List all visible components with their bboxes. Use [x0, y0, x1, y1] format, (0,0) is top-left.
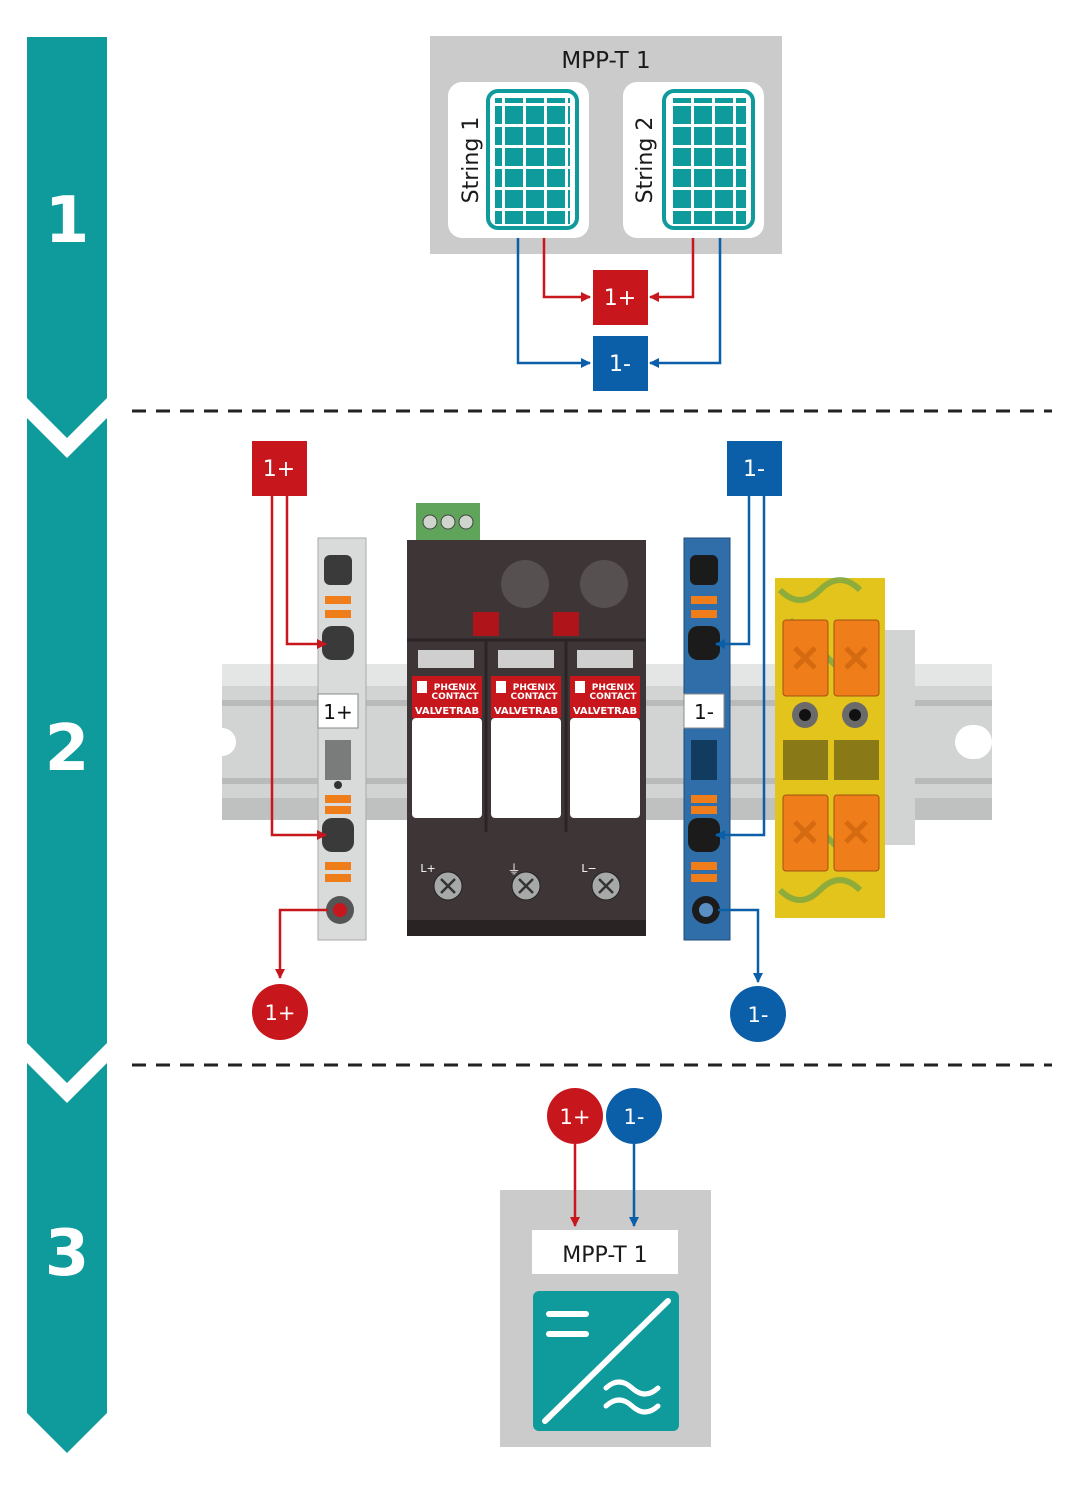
string-1-label: String 1 — [459, 117, 484, 204]
step-number-1: 1 — [45, 184, 90, 258]
svg-text:VALVETRAB: VALVETRAB — [573, 706, 637, 717]
string-2-label: String 2 — [633, 117, 658, 204]
svg-text:1-: 1- — [624, 1105, 645, 1129]
svg-text:PHŒNIX: PHŒNIX — [592, 683, 635, 693]
string-2: String 2 — [623, 82, 764, 238]
mppt-box-title: MPP-T 1 — [561, 48, 650, 74]
terminal-clamp-positive-in-2 — [322, 818, 354, 852]
svg-text:1+: 1+ — [560, 1105, 591, 1129]
terminal-clamp-positive-in-1 — [322, 626, 354, 660]
svg-text:1+: 1+ — [604, 286, 636, 311]
spd-module-2: PHŒNIX CONTACT VALVETRAB — [491, 650, 561, 818]
inverter: MPP-T 1 — [500, 1190, 711, 1447]
svg-text:1-: 1- — [743, 457, 765, 482]
spd-terminal-label-earth: ⏚ — [507, 863, 520, 878]
step2-wiring — [270, 496, 766, 983]
step1-wiring — [516, 238, 722, 368]
step-chevron-2 — [27, 418, 107, 1083]
spd-terminal-label-lplus: L+ — [420, 862, 435, 875]
terminal-clamp-negative-in-2 — [688, 818, 720, 852]
step-number-2: 2 — [45, 712, 90, 786]
spd-module-1: PHŒNIX CONTACT VALVETRAB — [412, 650, 482, 818]
svg-text:PHŒNIX: PHŒNIX — [513, 683, 556, 693]
step2-input-positive-tag: 1+ — [252, 441, 307, 496]
step1-positive-tag: 1+ — [593, 270, 648, 325]
svg-text:VALVETRAB: VALVETRAB — [494, 706, 558, 717]
step2-output-negative: 1- — [730, 986, 786, 1042]
svg-text:1+: 1+ — [263, 457, 295, 482]
svg-text:1+: 1+ — [265, 1001, 296, 1025]
svg-text:VALVETRAB: VALVETRAB — [415, 706, 479, 717]
step-chevron-1 — [27, 37, 107, 438]
terminal-block-negative: 1- — [683, 537, 731, 941]
step2-output-positive: 1+ — [252, 984, 308, 1040]
svg-text:CONTACT: CONTACT — [432, 692, 480, 702]
svg-text:1-: 1- — [609, 352, 631, 377]
svg-text:1-: 1- — [748, 1003, 769, 1027]
step3-negative-circle: 1- — [606, 1088, 662, 1144]
earth-terminal-blocks — [775, 577, 915, 918]
inverter-label: MPP-T 1 — [562, 1243, 647, 1268]
terminal-tag-negative: 1- — [694, 700, 714, 724]
surge-protection-device: PHŒNIX CONTACT VALVETRAB PHŒNIX CONTACT … — [407, 503, 646, 936]
step3-positive-circle: 1+ — [547, 1088, 603, 1144]
svg-text:PHŒNIX: PHŒNIX — [434, 683, 477, 693]
svg-text:CONTACT: CONTACT — [590, 692, 638, 702]
spd-module-3: PHŒNIX CONTACT VALVETRAB — [570, 650, 640, 818]
step3-wiring — [570, 1144, 639, 1227]
terminal-tag-positive: 1+ — [323, 700, 352, 724]
string-1: String 1 — [448, 82, 589, 238]
spd-terminal-label-lminus: L− — [581, 862, 596, 875]
step1-negative-tag: 1- — [593, 336, 648, 391]
step2-input-negative-tag: 1- — [727, 441, 782, 496]
svg-text:CONTACT: CONTACT — [511, 692, 559, 702]
dc-ac-converter-icon — [533, 1291, 679, 1431]
step-number-3: 3 — [45, 1217, 90, 1291]
terminal-clamp-negative-in-1 — [688, 626, 720, 660]
step-chevron-3 — [27, 1063, 107, 1453]
terminal-block-positive: 1+ — [317, 537, 367, 941]
